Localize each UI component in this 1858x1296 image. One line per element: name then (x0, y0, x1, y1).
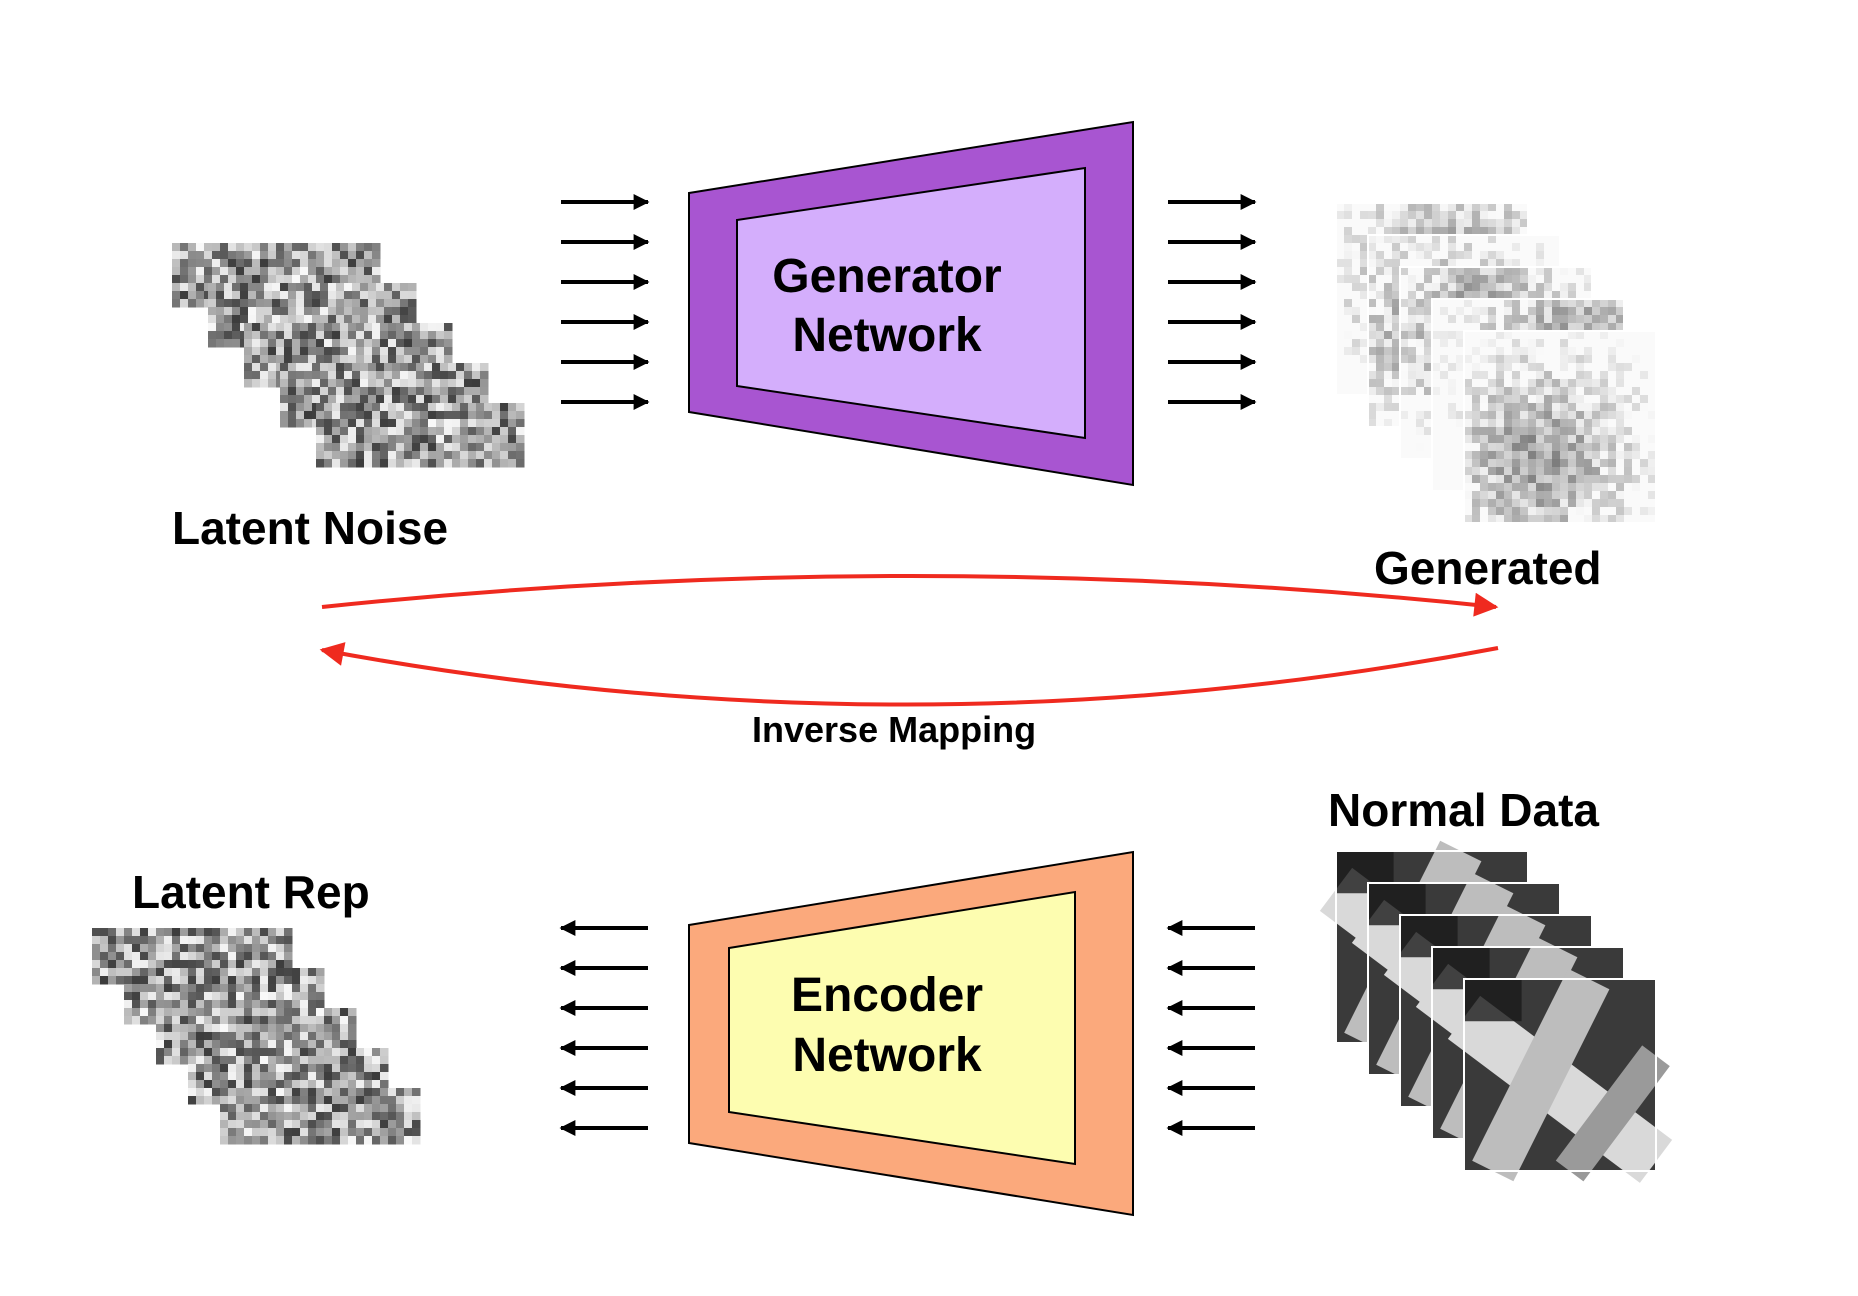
generated-label: Generated (1374, 542, 1602, 594)
generator-output-arrows (1168, 194, 1257, 410)
inverse-mapping-arrows (319, 574, 1499, 707)
normal-data-image (1447, 968, 1673, 1183)
normal-data-image-stack (1319, 840, 1673, 1183)
noise-strip (220, 1088, 421, 1145)
encoder-inner-shape (728, 890, 1076, 1166)
inverse-mapping-arrow (319, 642, 1499, 707)
generator-inner-shape (736, 166, 1086, 440)
generator-label-line1: Generator (772, 250, 1001, 303)
encoder-output-arrows (559, 920, 648, 1136)
latent-noise-label: Latent Noise (172, 502, 448, 554)
encoder-label-line2: Network (792, 1029, 982, 1082)
encoder-network: Encoder Network (688, 850, 1134, 1217)
latent-rep-strips (92, 928, 421, 1145)
generated-image-stack (1335, 202, 1657, 524)
generated-image (1463, 330, 1657, 524)
generator-input-arrows (561, 194, 650, 410)
generator-label-line2: Network (792, 309, 982, 362)
noise-strip (316, 403, 525, 468)
forward-mapping-arrow (321, 574, 1499, 617)
inverse-mapping-label: Inverse Mapping (752, 709, 1036, 750)
encoder-input-arrows (1166, 920, 1255, 1136)
normal-data-label: Normal Data (1328, 784, 1599, 836)
latent-noise-strips (172, 243, 525, 468)
latent-rep-label: Latent Rep (132, 866, 370, 918)
generator-network: Generator Network (688, 120, 1134, 487)
encoder-label-line1: Encoder (791, 969, 983, 1022)
